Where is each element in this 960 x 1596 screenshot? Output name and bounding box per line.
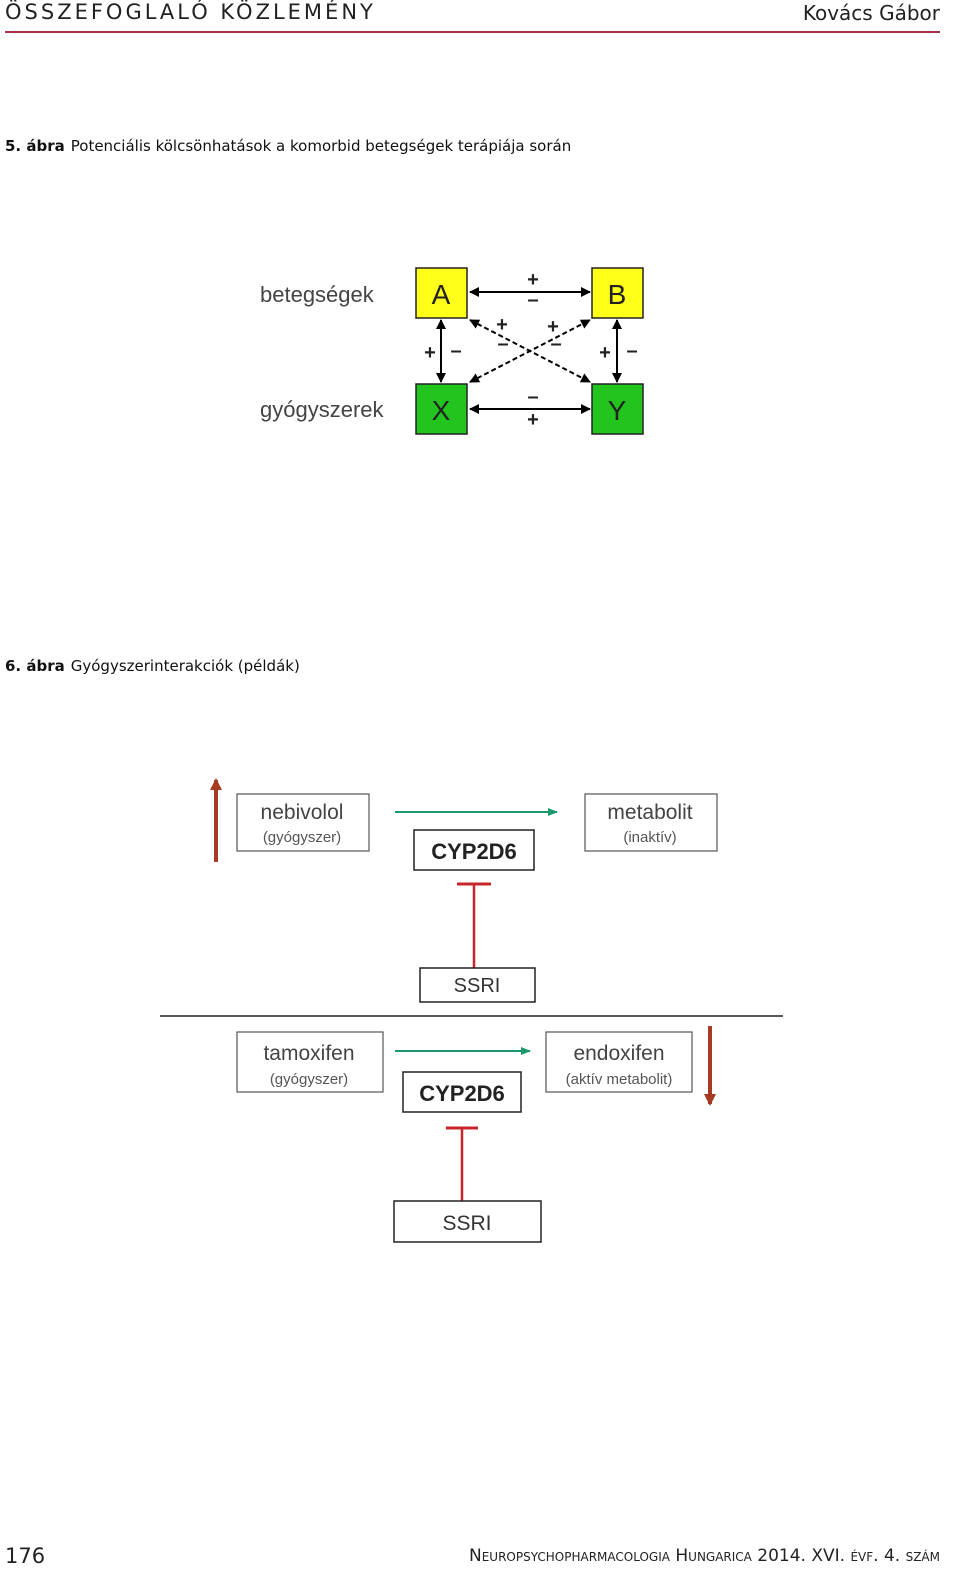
sign-xy-minus: – [527, 386, 538, 408]
label-tamoxifen-note: (gyógyszer) [270, 1071, 348, 1088]
sign-ab-minus: – [527, 289, 538, 311]
sign-ax-minus: – [450, 340, 461, 362]
box-ssri-top [419, 967, 536, 1003]
label-ssri-bottom: SSRI [442, 1212, 491, 1235]
label-metabolit: metabolit [607, 801, 692, 824]
sign-ax-plus: + [424, 342, 436, 364]
box-ssri-bottom [393, 1200, 542, 1243]
label-nebivolol: nebivolol [261, 801, 344, 824]
journal-citation: Neuropsychopharmacologia Hungarica 2014.… [469, 1546, 940, 1566]
sign-xb-minus: – [550, 333, 561, 355]
figure5-number: 5. ábra [5, 137, 65, 155]
sign-by-plus: + [599, 342, 611, 364]
box-cyp2d6-top [413, 829, 535, 871]
box-nebivolol [236, 793, 370, 852]
box-y-label: Y [608, 395, 627, 426]
sign-xy-plus: + [527, 409, 539, 431]
figure5-caption: 5. ábra Potenciális kölcsönhatások a komo… [5, 137, 571, 155]
figure6-caption-text: Gyógyszerinterakciók (példák) [70, 657, 300, 675]
label-endoxifen-note: (aktív metabolit) [566, 1071, 673, 1088]
label-ssri-top: SSRI [454, 975, 501, 997]
box-tamoxifen [236, 1031, 384, 1093]
arrow-x-b [469, 319, 591, 383]
box-drug-y [591, 383, 644, 435]
figure6-diagram: nebivolol (gyógyszer) metabolit (inaktív… [160, 778, 783, 1243]
figure6-number: 6. ábra [5, 657, 65, 675]
sign-by-minus: – [626, 340, 637, 362]
box-metabolit [584, 793, 718, 852]
label-cyp2d6-top: CYP2D6 [431, 839, 517, 864]
row-label-diseases: betegségek [260, 282, 375, 307]
box-disease-a [415, 267, 468, 319]
running-head-section: ÖSSZEFOGLALÓ KÖZLEMÉNY [5, 0, 376, 24]
figure6-caption: 6. ábra Gyógyszerinterakciók (példák) [5, 657, 300, 675]
figure5-caption-text: Potenciális kölcsönhatások a komorbid be… [70, 137, 572, 155]
box-cyp2d6-bottom [402, 1071, 522, 1113]
label-nebivolol-note: (gyógyszer) [263, 829, 341, 846]
box-drug-x [415, 383, 468, 435]
box-a-label: A [432, 279, 451, 310]
sign-xb-plus: + [547, 316, 559, 338]
page-number: 176 [5, 1544, 46, 1568]
box-x-label: X [432, 395, 451, 426]
box-endoxifen [545, 1031, 693, 1093]
box-disease-b [591, 267, 644, 319]
figure5-diagram: betegségek gyógyszerek A B X Y + – – + +… [260, 267, 644, 435]
label-cyp2d6-bottom: CYP2D6 [419, 1081, 505, 1106]
label-tamoxifen: tamoxifen [263, 1042, 354, 1065]
box-b-label: B [608, 279, 627, 310]
label-metabolit-note: (inaktív) [623, 829, 676, 846]
row-label-drugs: gyógyszerek [260, 397, 385, 422]
header-rule [5, 31, 940, 33]
sign-ab-plus: + [527, 269, 539, 291]
sign-ay-minus: – [497, 333, 508, 355]
running-head-author: Kovács Gábor [802, 1, 940, 25]
sign-ay-plus: + [496, 314, 508, 336]
label-endoxifen: endoxifen [573, 1042, 664, 1065]
